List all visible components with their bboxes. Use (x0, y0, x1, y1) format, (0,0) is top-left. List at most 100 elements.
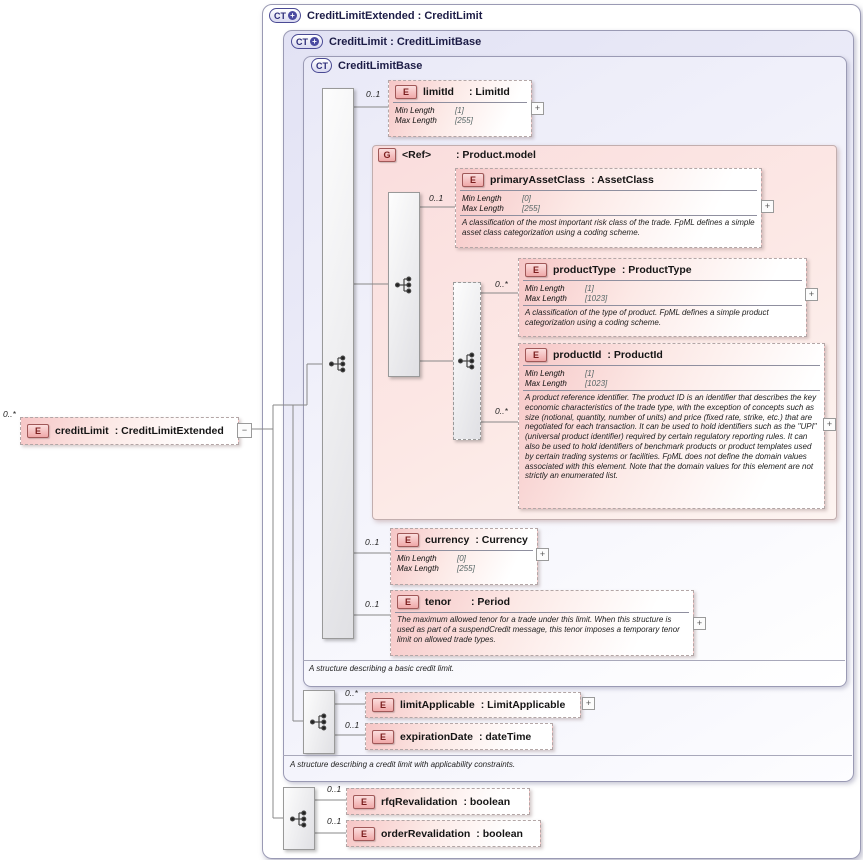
element-creditLimit[interactable]: E creditLimit : CreditLimitExtended (20, 417, 239, 445)
sequence-compositor-revalidation[interactable] (283, 787, 315, 850)
collapse-button[interactable]: − (237, 423, 252, 438)
header-CreditLimitBase: CT CreditLimitBase (311, 58, 422, 73)
facet-row: Max Length[255] (395, 116, 473, 125)
facet-row: Max Length[255] (462, 204, 540, 213)
element-primaryAssetClass[interactable]: E primaryAssetClass : AssetClass Min Len… (455, 168, 762, 248)
element-title: E limitId : LimitId (393, 81, 527, 103)
element-name: orderRevalidation (381, 827, 471, 840)
cardinality-label: 0..1 (429, 193, 444, 203)
expand-button[interactable]: + (693, 617, 706, 630)
expand-button[interactable]: + (761, 200, 774, 213)
element-expirationDate[interactable]: E expirationDate : dateTime (365, 723, 553, 750)
ct-badge-label: CT (296, 36, 308, 47)
element-title: E productType : ProductType (523, 259, 802, 281)
element-title: E productId : ProductId (523, 344, 820, 366)
element-limitId[interactable]: E limitId : LimitId Min Length[1] Max Le… (388, 80, 532, 137)
expand-button[interactable]: + (582, 697, 595, 710)
group-name: <Ref> (402, 149, 432, 161)
element-annotation: The maximum allowed tenor for a trade un… (397, 615, 680, 644)
element-annotation: A classification of the most important r… (460, 215, 757, 238)
element-name: currency (425, 533, 470, 546)
element-name: productType (553, 263, 616, 276)
element-type: : LimitId (469, 85, 510, 98)
element-icon: E (353, 826, 375, 841)
element-name: creditLimit (55, 425, 109, 437)
group-icon[interactable]: G (378, 148, 396, 162)
element-type: : Period (471, 595, 511, 608)
expand-button[interactable]: + (536, 548, 549, 561)
sequence-compositor-product-model[interactable] (388, 192, 420, 377)
divider (283, 755, 852, 756)
element-annotation: A classification of the type of product.… (523, 305, 802, 328)
facet-row: Min Length[1] (525, 284, 594, 293)
element-icon: E (27, 424, 49, 438)
sequence-compositor-applicability[interactable] (303, 690, 335, 754)
sequence-compositor-product-ids[interactable] (453, 282, 481, 440)
element-title: E limitApplicable : LimitApplicable (366, 693, 580, 717)
facet-row: Max Length[1023] (525, 294, 608, 303)
sequence-icon (310, 713, 327, 731)
element-annotation: A product reference identifier. The prod… (523, 390, 820, 501)
cardinality-label: 0..* (495, 279, 508, 289)
element-icon: E (462, 172, 484, 187)
element-rfqRevalidation[interactable]: E rfqRevalidation : boolean (346, 788, 530, 815)
element-icon: E (397, 532, 419, 547)
expand-button[interactable]: + (531, 102, 544, 115)
element-title: E orderRevalidation : boolean (347, 821, 540, 846)
facet-row: Max Length[255] (397, 564, 475, 573)
cardinality-label: 0..1 (345, 720, 360, 730)
element-name: primaryAssetClass (490, 173, 586, 186)
element-name: rfqRevalidation (381, 795, 458, 808)
element-productId[interactable]: E productId : ProductId Min Length[1] Ma… (518, 343, 825, 509)
element-icon: E (372, 729, 394, 744)
facet-row: Min Length[1] (525, 369, 594, 378)
facet-list: Min Length[1] Max Length[1023] (519, 281, 806, 305)
cardinality-label: 0..* (345, 688, 358, 698)
element-limitApplicable[interactable]: E limitApplicable : LimitApplicable (365, 692, 581, 718)
complextype-extension-icon[interactable]: CT+ (269, 8, 301, 23)
complextype-extension-icon[interactable]: CT+ (291, 34, 323, 49)
expand-button[interactable]: + (805, 288, 818, 301)
cardinality-label: 0..1 (327, 784, 342, 794)
facet-row: Min Length[0] (397, 554, 466, 563)
element-title: E rfqRevalidation : boolean (347, 789, 529, 814)
facet-row: Max Length[1023] (525, 379, 608, 388)
plus-icon: + (288, 11, 297, 20)
element-title: E expirationDate : dateTime (366, 724, 552, 749)
facet-row: Min Length[0] (462, 194, 531, 203)
sequence-icon (395, 275, 412, 294)
complextype-title: CreditLimitExtended : CreditLimit (307, 9, 483, 22)
element-name: productId (553, 348, 602, 361)
ct-badge-label: CT (274, 10, 286, 21)
sequence-compositor-base[interactable] (322, 88, 354, 639)
sequence-icon (458, 352, 475, 370)
element-productType[interactable]: E productType : ProductType Min Length[1… (518, 258, 807, 337)
element-name: tenor (425, 595, 452, 608)
element-name: limitId (423, 85, 454, 98)
element-title: E creditLimit : CreditLimitExtended (21, 418, 238, 444)
complextype-icon[interactable]: CT (311, 58, 332, 73)
element-type: : CreditLimitExtended (114, 425, 224, 437)
complextype-annotation: A structure describing a basic credit li… (309, 664, 455, 673)
complextype-title: CreditLimitBase (338, 59, 423, 72)
expand-button[interactable]: + (823, 418, 836, 431)
facet-list: Min Length[1] Max Length[255] (389, 103, 531, 127)
complextype-title: CreditLimit : CreditLimitBase (329, 35, 482, 48)
element-type: : Currency (475, 533, 528, 546)
element-currency[interactable]: E currency : Currency Min Length[0] Max … (390, 528, 538, 585)
element-name: expirationDate (400, 730, 473, 743)
cardinality-label: 0..1 (327, 816, 342, 826)
element-name: limitApplicable (400, 699, 475, 711)
header-CreditLimitExtended: CT+ CreditLimitExtended : CreditLimit (269, 8, 482, 23)
element-icon: E (353, 794, 375, 809)
element-type: : LimitApplicable (480, 699, 566, 711)
facet-list: Min Length[1] Max Length[1023] (519, 366, 824, 390)
element-icon: E (525, 262, 547, 277)
element-type: : dateTime (478, 730, 532, 743)
element-orderRevalidation[interactable]: E orderRevalidation : boolean (346, 820, 541, 847)
element-type: : boolean (463, 795, 511, 808)
element-tenor[interactable]: E tenor : Period The maximum allowed ten… (390, 590, 694, 656)
element-icon: E (395, 84, 417, 99)
divider (303, 660, 845, 661)
